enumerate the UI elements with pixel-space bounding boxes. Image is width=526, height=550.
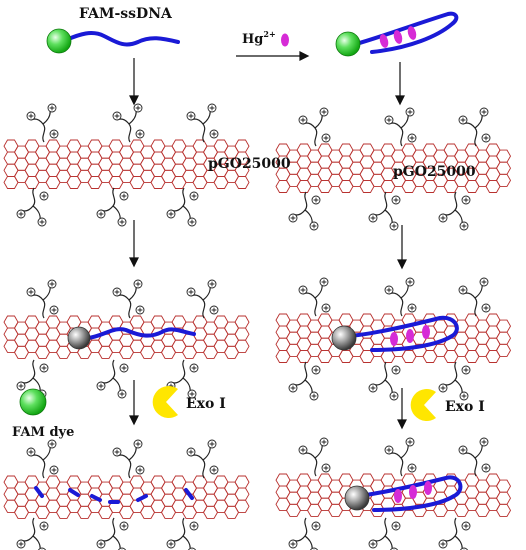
enzyme-label-left: Exo I <box>186 396 226 412</box>
polymer-chain <box>112 279 145 319</box>
released-fam-dye-icon <box>19 388 47 416</box>
dna-fragments <box>34 486 194 504</box>
dye-label: FAM dye <box>12 425 74 440</box>
polymer-chain <box>166 187 199 227</box>
polymer-chain <box>384 277 417 317</box>
graphene-sheet-5 <box>3 475 250 519</box>
polymer-chain <box>26 439 59 479</box>
fragment <box>90 494 102 502</box>
polymer-chain <box>16 517 49 550</box>
graphene-sheet-1 <box>3 139 250 189</box>
polymer-chain <box>96 517 129 550</box>
polymer-chain <box>298 437 331 477</box>
polymer-chain <box>186 439 219 479</box>
mercury-bridge-icon <box>409 485 417 499</box>
polymer-chain <box>368 191 401 231</box>
polymer-chain <box>112 439 145 479</box>
enzyme-label-right: Exo I <box>445 399 485 415</box>
sheet-label-right: pGO25000 <box>393 164 476 180</box>
protected-probe <box>344 475 463 512</box>
polymer-chain <box>438 361 471 401</box>
polymer-chain <box>458 107 491 147</box>
polymer-chain <box>368 361 401 401</box>
arrow-down-5 <box>129 380 139 426</box>
ssdna-strand-free <box>64 31 180 47</box>
fam-fluorophore-icon <box>46 28 72 54</box>
polymer-chain <box>438 517 471 550</box>
mercury-bridge-icon <box>406 329 414 343</box>
arrow-right <box>236 51 310 61</box>
fragment <box>68 488 80 497</box>
exonuclease-icon-left <box>152 385 178 418</box>
quenched-fluorophore-icon <box>344 485 370 511</box>
cationic-polymer-chains <box>16 103 491 550</box>
polymer-chain <box>112 103 145 143</box>
polymer-chain <box>384 107 417 147</box>
arrow-down-4 <box>397 225 407 270</box>
arrow-down-1 <box>129 58 139 106</box>
fragment <box>136 494 148 502</box>
polymer-chain <box>288 191 321 231</box>
polymer-chain <box>384 437 417 477</box>
mercury-bridge-icon <box>407 26 417 40</box>
polymer-chain <box>288 361 321 401</box>
fam-fluorophore-icon <box>335 31 361 57</box>
polymer-chain <box>96 359 129 399</box>
polymer-chain <box>26 279 59 319</box>
exonuclease-icon-right <box>410 389 436 422</box>
polymer-chain <box>298 277 331 317</box>
mercury-bridge-icon <box>422 325 430 339</box>
arrow-down-6 <box>397 388 407 430</box>
graphene-sheet-3 <box>3 315 250 359</box>
mercury-bridge-icon <box>390 332 398 346</box>
mercury-ion-icon <box>281 33 289 47</box>
arrow-down-3 <box>129 220 139 268</box>
sheet-label-left: pGO25000 <box>208 156 291 172</box>
adsorbed-probe-left <box>67 326 196 350</box>
polymer-chain <box>458 437 491 477</box>
mercury-bridge-icon <box>424 481 432 495</box>
fragment <box>184 488 194 500</box>
quenched-fluorophore-icon <box>331 325 357 351</box>
polymer-chain <box>186 279 219 319</box>
polymer-chain <box>186 103 219 143</box>
quenched-fluorophore-icon <box>67 326 91 350</box>
probe-label: FAM-ssDNA <box>79 6 173 22</box>
polymer-chain <box>96 187 129 227</box>
polymer-chain <box>288 517 321 550</box>
graphene-sheet-2 <box>275 143 512 193</box>
polymer-chain <box>458 277 491 317</box>
mercury-bridge-icon <box>393 30 403 44</box>
polymer-chain <box>26 103 59 143</box>
polymer-chain <box>368 517 401 550</box>
adsorbed-folded-probe-right <box>331 315 459 352</box>
mercury-bridge-icon <box>379 34 389 48</box>
polymer-chain <box>166 517 199 550</box>
arrow-down-2 <box>395 62 405 106</box>
fragment <box>34 486 44 498</box>
polymer-chain <box>438 191 471 231</box>
polymer-chain <box>298 107 331 147</box>
mercury-bridge-icon <box>394 489 402 503</box>
ion-label: Hg2+ <box>242 29 276 47</box>
polymer-chain <box>16 187 49 227</box>
folded-probe <box>335 11 459 57</box>
